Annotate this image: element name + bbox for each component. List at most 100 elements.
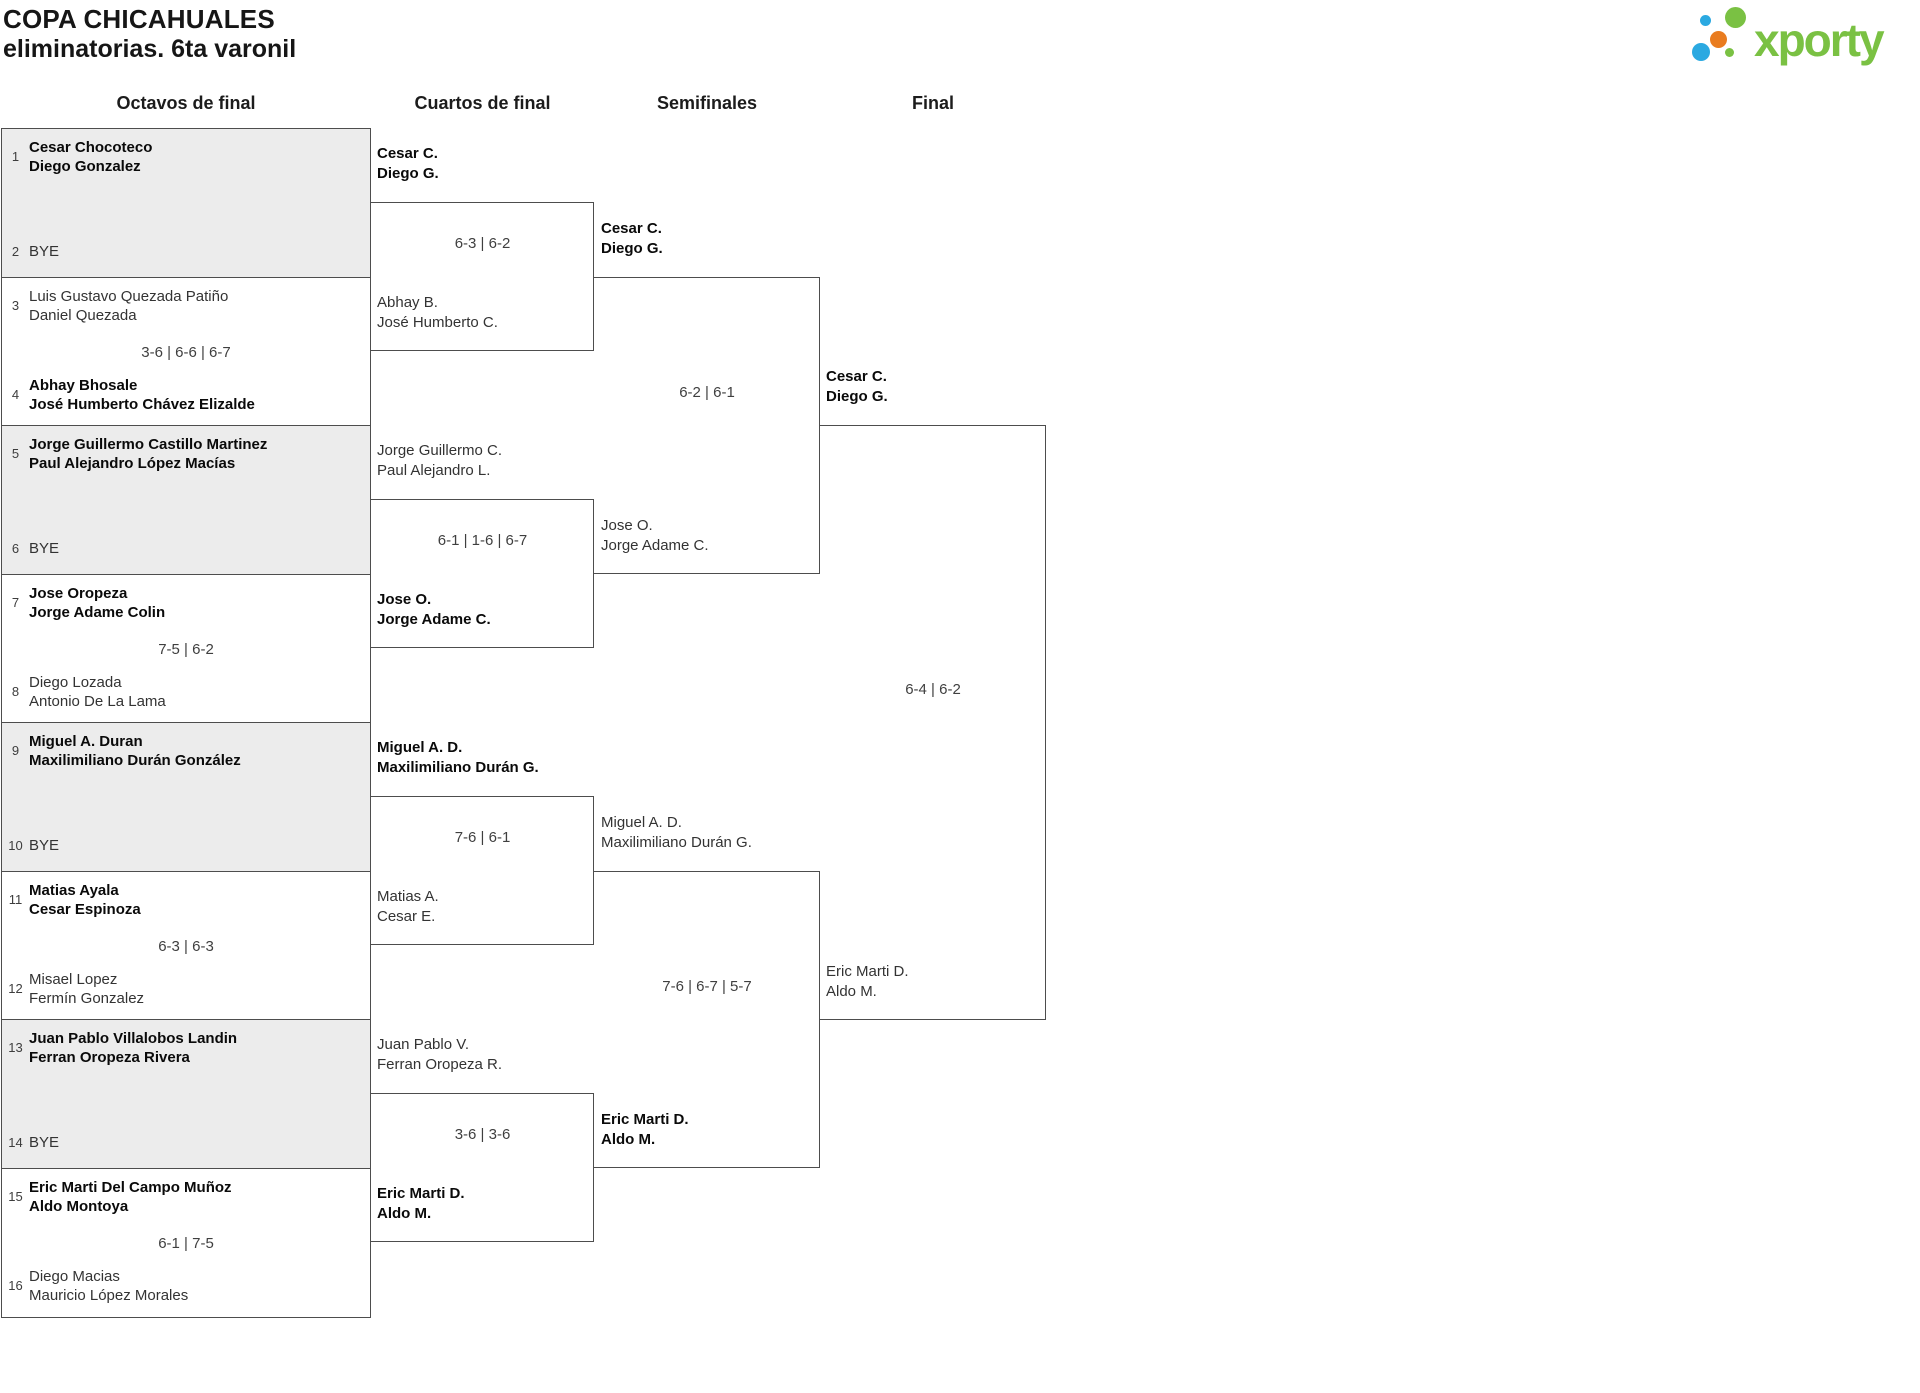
team-names: Cesar Chocoteco Diego Gonzalez — [29, 138, 152, 176]
player-name: Juan Pablo Villalobos Landin — [29, 1030, 238, 1047]
player-name: Diego Gonzalez — [29, 158, 141, 175]
player-name: Maxilimiliano Durán González — [29, 752, 241, 769]
connector-cuartos-2 — [371, 499, 594, 648]
player-name: Cesar E. — [377, 908, 436, 925]
seed-number: 3 — [11, 298, 20, 313]
player-name: José Humberto C. — [377, 314, 498, 331]
player-name: Aldo M. — [826, 983, 877, 1000]
octavos-match-1: 1 Cesar Chocoteco Diego Gonzalez 2 BYE — [1, 128, 371, 278]
player-name: Jorge Adame C. — [601, 537, 709, 554]
round-header-semifinales: Semifinales — [656, 93, 758, 113]
team-names: Juan Pablo Villalobos Landin Ferran Orop… — [29, 1029, 237, 1067]
team-names: Luis Gustavo Quezada Patiño Daniel Queza… — [29, 287, 228, 325]
participant-label: Cesar C. Diego G. — [377, 144, 592, 184]
match-score: 6-1 | 7-5 — [158, 1235, 214, 1252]
player-name: Jorge Adame Colin — [29, 604, 166, 621]
player-name: Juan Pablo V. — [377, 1036, 470, 1053]
seed-number: 16 — [8, 1278, 23, 1293]
seed-number: 14 — [8, 1135, 23, 1150]
octavos-match-6: 11 Matias Ayala Cesar Espinoza 6-3 | 6-3… — [1, 871, 371, 1020]
player-name: Luis Gustavo Quezada Patiño — [29, 288, 229, 305]
player-name: Daniel Quezada — [29, 307, 137, 324]
team-names: Diego Lozada Antonio De La Lama — [29, 673, 166, 711]
team-names: Miguel A. Duran Maxilimiliano Durán Gonz… — [29, 732, 241, 770]
team-names: Jorge Guillermo Castillo Martinez Paul A… — [29, 435, 267, 473]
octavos-match-5: 9 Miguel A. Duran Maxilimiliano Durán Go… — [1, 722, 371, 872]
connector-final — [820, 425, 1046, 1020]
player-name: Matias Ayala — [29, 882, 119, 899]
player-name: Eric Marti D. — [826, 963, 909, 980]
player-name: Diego G. — [377, 165, 439, 182]
participant-label: Miguel A. D. Maxilimiliano Durán G. — [377, 738, 592, 778]
participant-label: Abhay B. José Humberto C. — [377, 293, 592, 333]
player-name: Diego Lozada — [29, 674, 122, 691]
seed-number: 2 — [11, 244, 20, 259]
match-score: 7-6 | 6-1 — [454, 829, 511, 846]
player-name: Maxilimiliano Durán G. — [377, 759, 539, 776]
octavos-match-3: 5 Jorge Guillermo Castillo Martinez Paul… — [1, 425, 371, 575]
octavos-match-7: 13 Juan Pablo Villalobos Landin Ferran O… — [1, 1019, 371, 1169]
match-score: 6-2 | 6-1 — [679, 384, 735, 401]
page-title: COPA CHICAHUALES — [3, 4, 275, 34]
player-name: Misael Lopez — [29, 971, 118, 988]
player-name: Aldo M. — [377, 1205, 432, 1222]
bye-label: BYE — [29, 1134, 60, 1151]
logo-dot-blue-large — [1692, 43, 1710, 61]
participant-label: Eric Marti D. Aldo M. — [377, 1184, 592, 1224]
participant-label: Jorge Guillermo C. Paul Alejandro L. — [377, 441, 592, 481]
seed-number: 4 — [11, 387, 20, 402]
player-name: Ferran Oropeza Rivera — [29, 1049, 190, 1066]
seed-number: 6 — [11, 541, 20, 556]
player-name: Jose O. — [377, 591, 432, 608]
player-name: Miguel A. D. — [601, 814, 682, 831]
connector-semifinal-2 — [594, 871, 820, 1168]
round-header-final: Final — [911, 93, 954, 113]
match-score: 6-3 | 6-3 — [158, 938, 214, 955]
match-score: 3-6 | 6-6 | 6-7 — [141, 344, 231, 361]
bye-label: BYE — [29, 243, 60, 260]
connector-cuartos-4 — [371, 1093, 594, 1242]
round-header-octavos: Octavos de final — [116, 93, 256, 113]
participant-label: Eric Marti D. Aldo M. — [601, 1110, 816, 1150]
player-name: Paul Alejandro López Macías — [29, 455, 236, 472]
team-names: Abhay Bhosale José Humberto Chávez Eliza… — [29, 376, 255, 414]
match-score: 6-1 | 1-6 | 6-7 — [437, 532, 528, 549]
player-name: Miguel A. D. — [377, 739, 463, 756]
octavos-match-2: 3 Luis Gustavo Quezada Patiño Daniel Que… — [1, 277, 371, 426]
team-names: Matias Ayala Cesar Espinoza — [29, 881, 141, 919]
seed-number: 12 — [8, 981, 23, 996]
seed-number: 9 — [11, 743, 20, 758]
octavos-match-8: 15 Eric Marti Del Campo Muñoz Aldo Monto… — [1, 1168, 371, 1318]
player-name: Jorge Guillermo Castillo Martinez — [29, 436, 268, 453]
seed-number: 1 — [11, 149, 20, 164]
player-name: Eric Marti D. — [601, 1111, 689, 1128]
player-name: Eric Marti Del Campo Muñoz — [29, 1179, 232, 1196]
seed-number: 13 — [8, 1040, 23, 1055]
connector-semifinal-1 — [594, 277, 820, 574]
seed-number: 5 — [11, 446, 20, 461]
player-name: Miguel A. Duran — [29, 733, 143, 750]
connector-cuartos-1 — [371, 202, 594, 351]
logo-dot-green-large — [1725, 7, 1746, 28]
bye-label: BYE — [29, 837, 60, 854]
player-name: Eric Marti D. — [377, 1185, 465, 1202]
match-score: 7-6 | 6-7 | 5-7 — [662, 978, 752, 995]
match-score: 6-3 | 6-2 — [454, 235, 511, 252]
seed-number: 7 — [11, 595, 20, 610]
player-name: Abhay B. — [377, 294, 438, 311]
player-name: Jorge Guillermo C. — [377, 442, 503, 459]
participant-label: Jose O. Jorge Adame C. — [377, 590, 592, 630]
participant-label: Juan Pablo V. Ferran Oropeza R. — [377, 1035, 592, 1075]
round-header-cuartos: Cuartos de final — [414, 93, 551, 113]
team-names: Diego Macias Mauricio López Morales — [29, 1267, 188, 1305]
seed-number: 10 — [8, 838, 23, 853]
player-name: Diego Macias — [29, 1268, 120, 1285]
participant-label: Eric Marti D. Aldo M. — [826, 962, 1041, 1002]
player-name: José Humberto Chávez Elizalde — [29, 396, 255, 413]
player-name: Aldo M. — [601, 1131, 656, 1148]
player-name: Cesar Espinoza — [29, 901, 141, 918]
team-names: Eric Marti Del Campo Muñoz Aldo Montoya — [29, 1178, 232, 1216]
player-name: Diego G. — [601, 240, 663, 257]
bye-label: BYE — [29, 540, 60, 557]
